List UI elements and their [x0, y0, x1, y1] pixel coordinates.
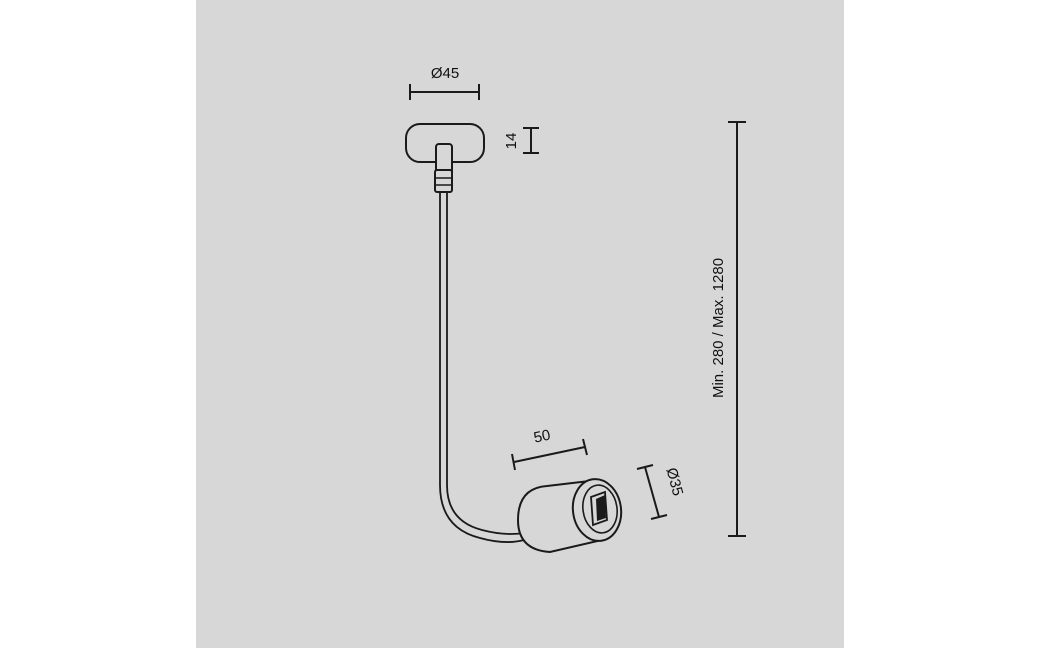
spotlight-head	[516, 478, 623, 554]
cable-length-label: Min. 280 / Max. 1280	[710, 258, 727, 398]
dimension-head-length: 50	[511, 427, 588, 471]
dimension-cable-length: Min. 280 / Max. 1280	[710, 121, 746, 537]
canopy-diameter-label: Ø45	[431, 65, 459, 82]
canopy-height-label: 14	[503, 133, 520, 150]
dimension-canopy-height: 14	[503, 127, 539, 154]
dimension-canopy-diameter: Ø45	[409, 65, 480, 100]
head-length-label: 50	[532, 427, 552, 447]
ceiling-canopy	[405, 123, 485, 193]
suspension-cable	[439, 192, 525, 543]
head-diameter-label: Ø35	[662, 466, 686, 498]
dimension-head-diameter: Ø35	[636, 464, 686, 520]
